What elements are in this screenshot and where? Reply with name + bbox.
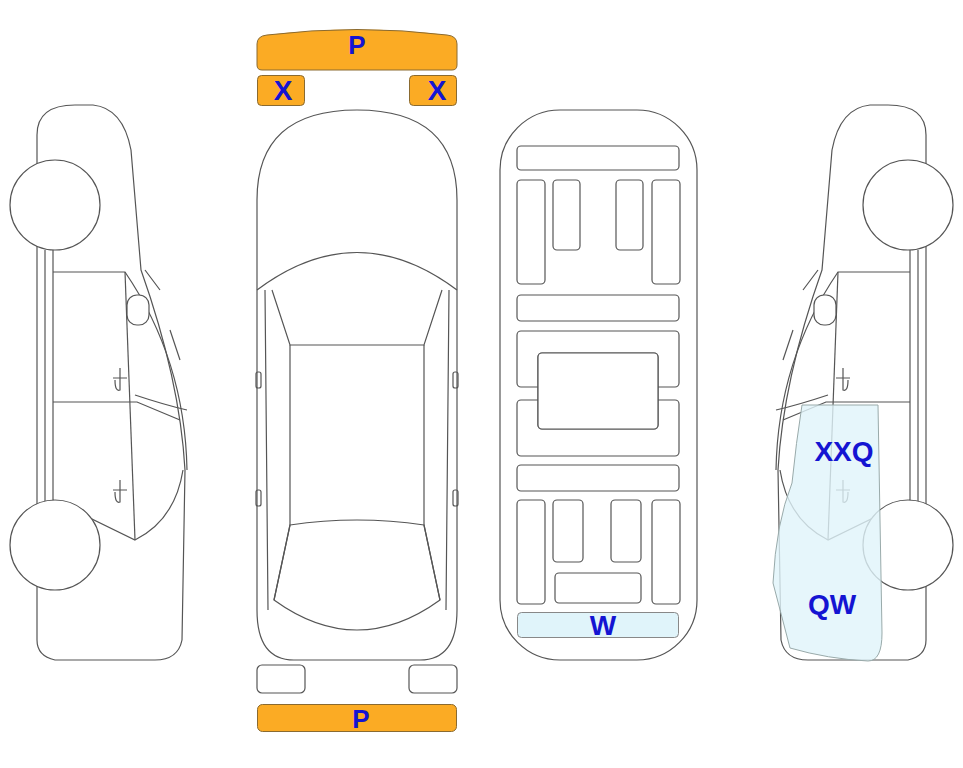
damage-code: P xyxy=(352,706,369,732)
damage-code: QW xyxy=(808,591,856,619)
front-bumper: P xyxy=(257,30,457,70)
damage-code: P xyxy=(348,32,365,58)
damage-region: XXQ QW xyxy=(768,403,886,663)
underbody-panel: W xyxy=(517,612,679,638)
damage-code: XXQ xyxy=(814,438,873,466)
damage-code: X xyxy=(428,77,447,105)
damage-code: W xyxy=(590,612,616,640)
damage-code: X xyxy=(274,77,293,105)
rear-bumper: P xyxy=(257,704,457,732)
headlight: X xyxy=(409,75,457,106)
headlight: X xyxy=(257,75,305,106)
